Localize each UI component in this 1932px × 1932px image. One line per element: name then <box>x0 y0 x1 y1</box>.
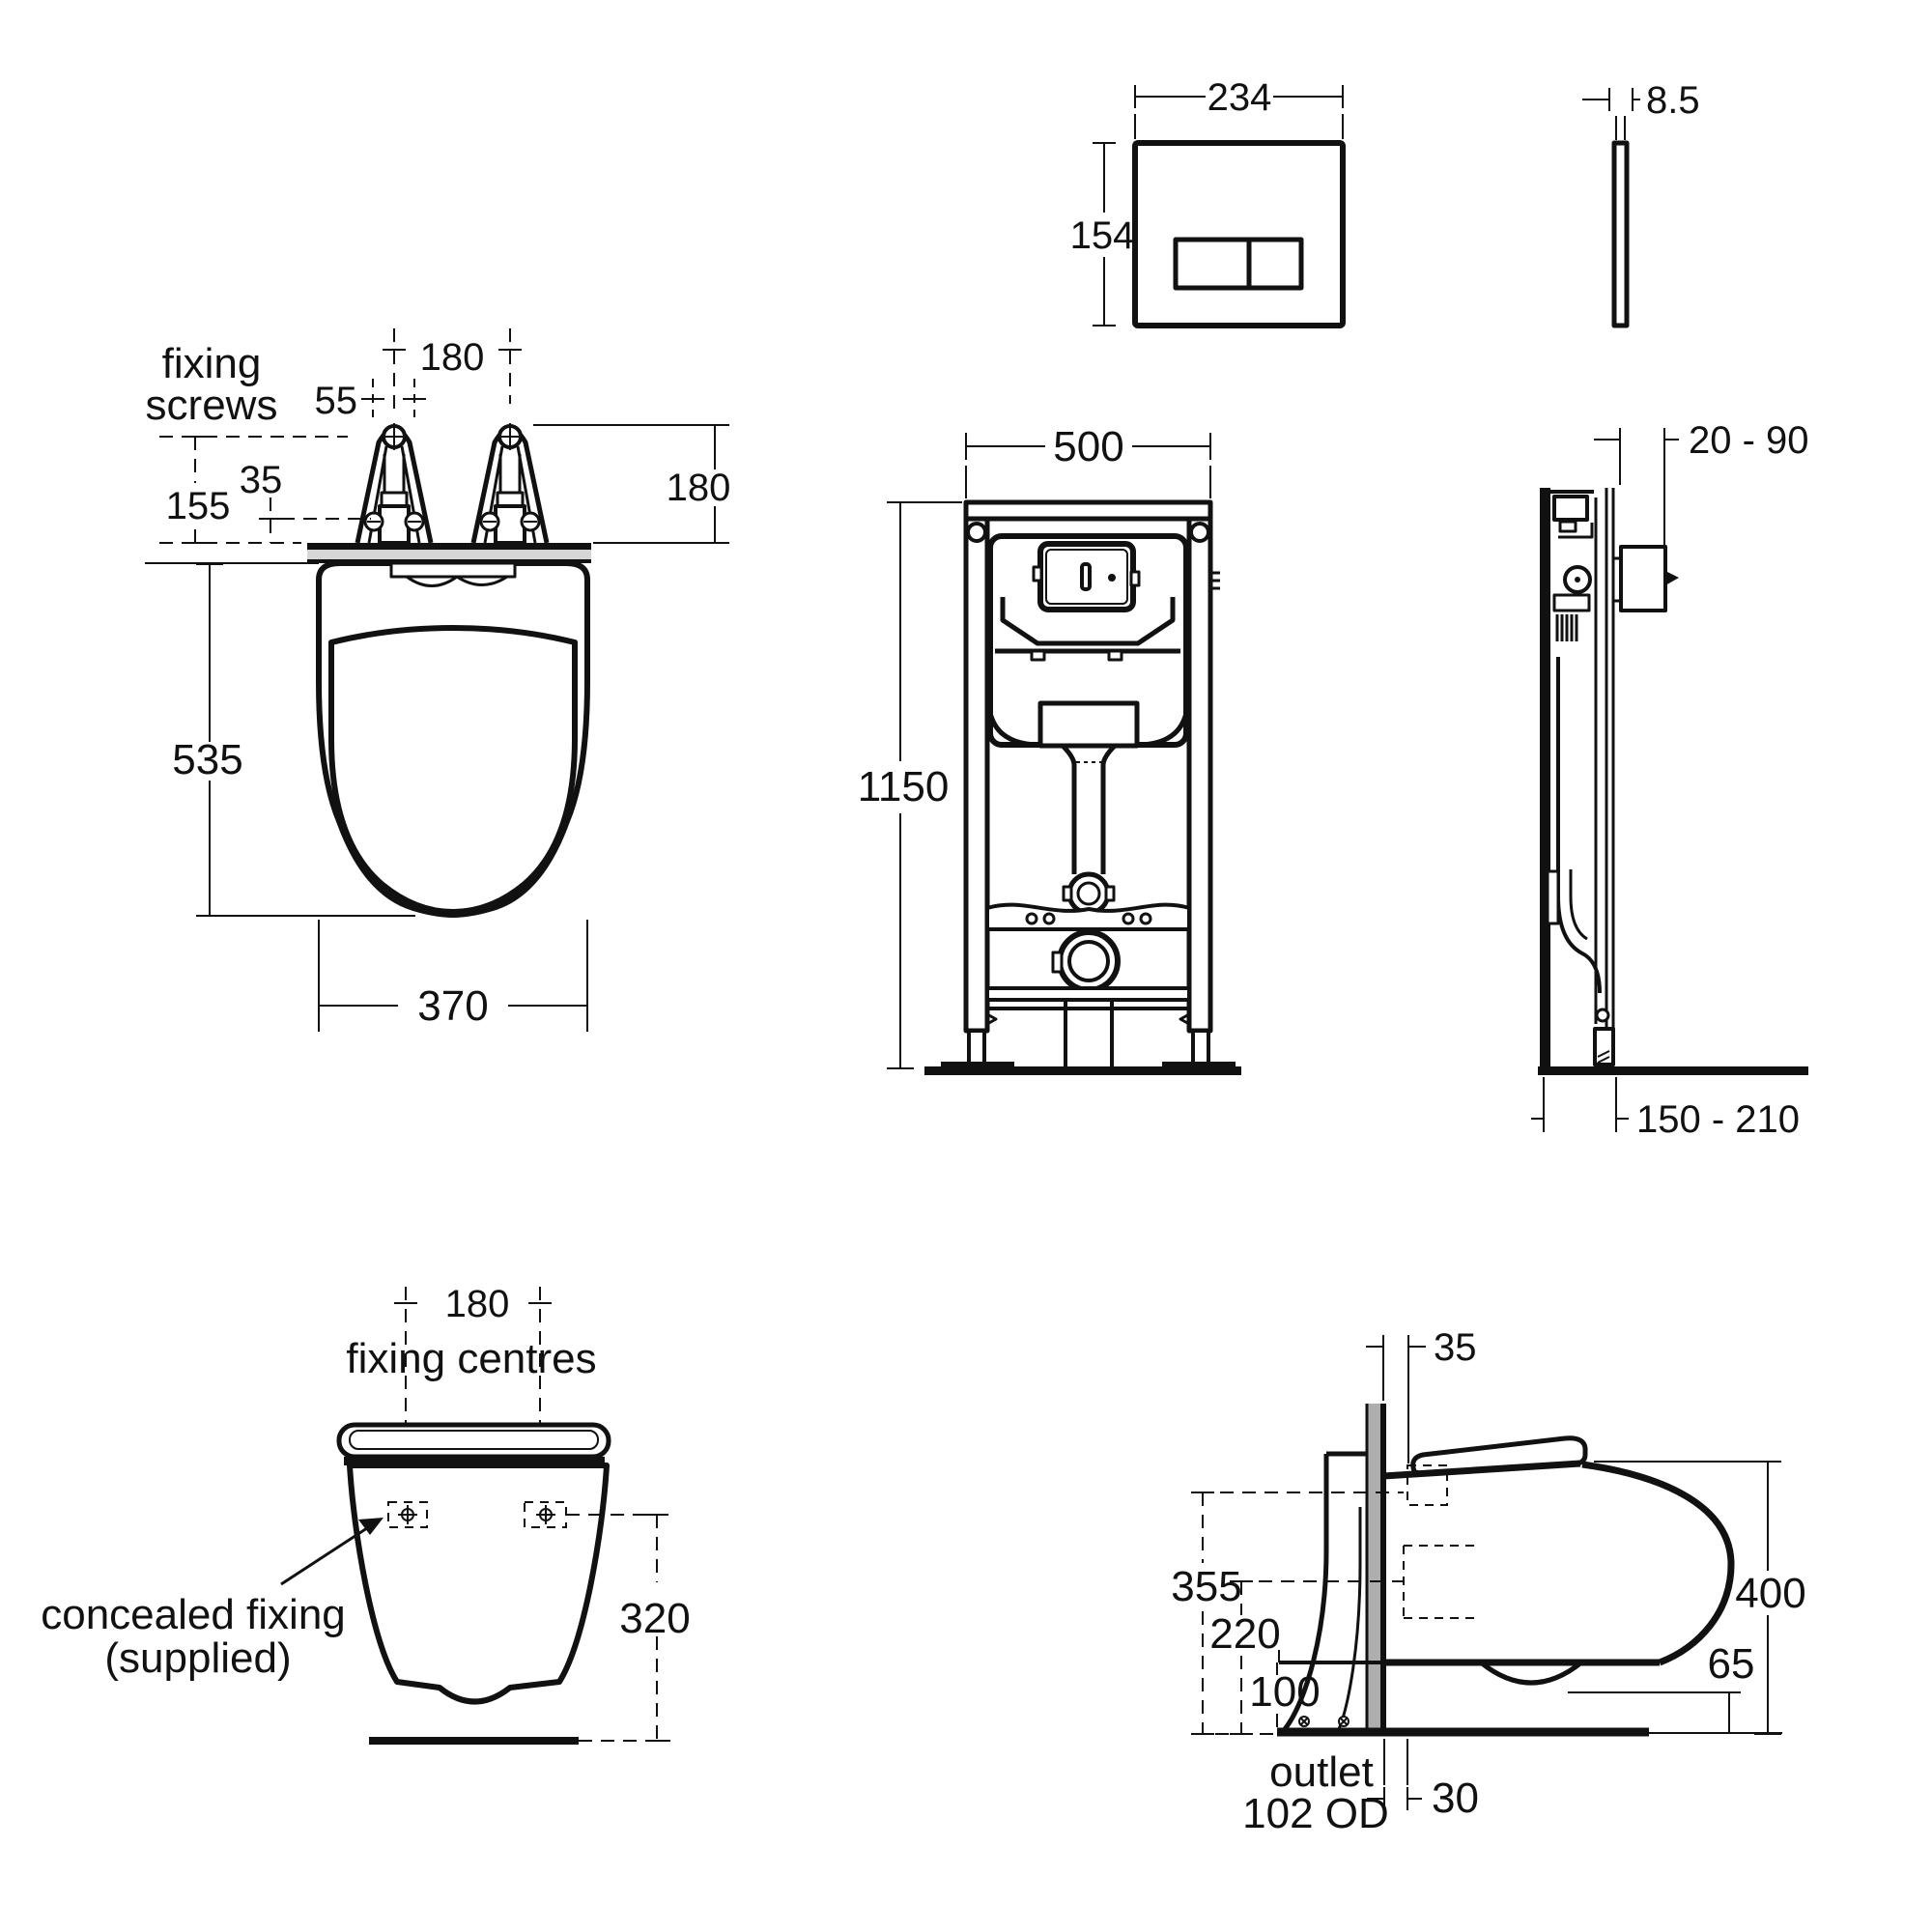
dim-35-side: 35 <box>1366 1326 1477 1463</box>
dim-20-90-label: 20 - 90 <box>1689 419 1809 462</box>
pan-fixing-centres-label: 180 <box>420 336 485 379</box>
flush-plate-side-view: 8.5 <box>1582 79 1700 328</box>
fixing-zone-upper <box>1406 1464 1448 1506</box>
frame-left-rail <box>963 516 990 1034</box>
concealed-cistern <box>987 533 1189 874</box>
pan-plan-body <box>316 560 590 918</box>
outlet-label-2: 102 OD <box>1242 1790 1389 1837</box>
dim-frame-height-1150: 1150 <box>858 501 962 1069</box>
pan-plan-view: fixing screws <box>145 328 730 1032</box>
pan-front-body <box>347 1463 610 1705</box>
dim-pan-depth-535: 535 <box>145 562 415 917</box>
side-floor-line <box>1538 1066 1808 1075</box>
dim-100-label: 100 <box>1249 1668 1320 1716</box>
flush-plate-outline <box>1132 140 1346 328</box>
concealed-fixing-note: concealed fixing (supplied) <box>41 1518 384 1682</box>
dim-100: 100 <box>1193 1650 1383 1735</box>
dim-pan-fixing-centres: 180 <box>383 328 522 415</box>
rail-clip <box>1211 571 1220 590</box>
dim-320-label: 320 <box>619 1595 690 1642</box>
frame-right-leg <box>1191 1029 1210 1065</box>
fixing-screws-label-2: screws <box>146 382 278 429</box>
dim-180-side-label: 180 <box>667 467 731 509</box>
dim-screw-slot-55: 55 <box>315 379 426 422</box>
dim-400-label: 400 <box>1735 1570 1805 1617</box>
dim-155-label: 155 <box>166 485 231 527</box>
support-bracket <box>985 902 1191 931</box>
pan-seat-outline <box>328 625 578 915</box>
concealed-fixing-label-1: concealed fixing <box>41 1591 346 1638</box>
dim-355: 355 <box>1171 1492 1404 1735</box>
fixing-screws-label-1: fixing <box>162 340 262 387</box>
plate-width-label: 234 <box>1208 76 1272 119</box>
dim-frame-width-500: 500 <box>965 423 1211 498</box>
fixing-point-right <box>524 1501 567 1528</box>
dim-150-210: 150 - 210 <box>1531 1077 1800 1141</box>
pan-side-body <box>1381 1435 1735 1686</box>
lower-crossbar <box>985 986 1191 1002</box>
front-180-label: 180 <box>445 1283 510 1325</box>
right-fixing-bracket <box>470 423 550 545</box>
dim-150-210-label: 150 - 210 <box>1636 1098 1800 1141</box>
fixing-centres-text: fixing centres <box>346 1335 596 1382</box>
dim-535-label: 535 <box>172 736 242 783</box>
dim-355-label: 355 <box>1171 1563 1241 1610</box>
dim-155: 155 <box>159 436 348 544</box>
frame-floor-line <box>924 1066 1241 1075</box>
dim-plate-width: 234 <box>1134 76 1344 139</box>
frame-top-bar <box>963 499 1213 522</box>
outlet-label-1: outlet <box>1269 1748 1374 1796</box>
frame-height-label: 1150 <box>858 763 950 810</box>
plate-thickness-label: 8.5 <box>1646 79 1700 122</box>
mounting-plate <box>307 543 591 563</box>
frame-front-view: 500 <box>858 423 1241 1075</box>
left-fixing-bracket <box>355 423 434 545</box>
dim-front-fixing-centres: 180 fixing centres <box>346 1283 597 1499</box>
pan-front-floor-line <box>369 1737 579 1745</box>
pan-front-view: 180 fixing centres concealed fixing (sup… <box>41 1283 691 1745</box>
frame-side-rail <box>1540 488 1550 1069</box>
dim-65-label: 65 <box>1708 1640 1755 1688</box>
dim-plate-thickness: 8.5 <box>1582 79 1700 140</box>
dim-220-label: 220 <box>1209 1610 1280 1658</box>
dim-35-side-label: 35 <box>1434 1326 1477 1369</box>
frame-side-view: 20 - 90 150 - 210 <box>1531 419 1809 1141</box>
note-arrow-head <box>358 1518 384 1535</box>
fixing-zone-lower <box>1403 1545 1481 1619</box>
dim-55-label: 55 <box>315 380 358 422</box>
dim-400: 400 <box>1594 1461 1806 1735</box>
dim-370-label: 370 <box>417 982 488 1030</box>
flush-plate-shaft <box>1611 545 1679 612</box>
frame-width-label: 500 <box>1053 423 1123 470</box>
note-arrow-line <box>280 1522 374 1586</box>
wall-strip <box>1367 1404 1383 1734</box>
frame-hole-right <box>1189 522 1210 543</box>
dim-30: 30 <box>1367 1739 1479 1822</box>
dim-30-label: 30 <box>1432 1775 1479 1822</box>
flush-plate-front-view: 234 154 <box>1070 76 1346 328</box>
frame-left-leg <box>967 1029 986 1065</box>
cistern-side-internals <box>1546 495 1615 1066</box>
flush-buttons <box>1173 237 1304 291</box>
flush-plate-side-outline <box>1611 140 1630 328</box>
seat-ring-edge <box>344 1457 605 1465</box>
dim-320: 320 <box>566 1514 691 1742</box>
pan-side-view: 35 355 220 100 400 <box>1171 1326 1805 1837</box>
dim-35-plan: 35 <box>240 459 371 543</box>
flush-pipe-assembly <box>985 871 1191 1066</box>
dim-65: 65 <box>1708 1640 1755 1734</box>
dim-bracket-height-180: 180 <box>533 424 731 544</box>
frame-hole-left <box>966 522 987 543</box>
dim-pan-width-370: 370 <box>318 920 588 1032</box>
concealed-fixing-label-2: (supplied) <box>104 1634 291 1682</box>
mounting-plate-gray <box>307 550 591 559</box>
fixing-point-left <box>387 1501 428 1528</box>
dim-plate-height: 154 <box>1070 142 1135 327</box>
plate-height-label: 154 <box>1070 214 1135 257</box>
frame-right-rail <box>1186 516 1213 1034</box>
dim-20-90: 20 - 90 <box>1594 419 1809 545</box>
dim-35-plan-label: 35 <box>240 459 283 501</box>
seat-lid-top <box>336 1422 611 1460</box>
